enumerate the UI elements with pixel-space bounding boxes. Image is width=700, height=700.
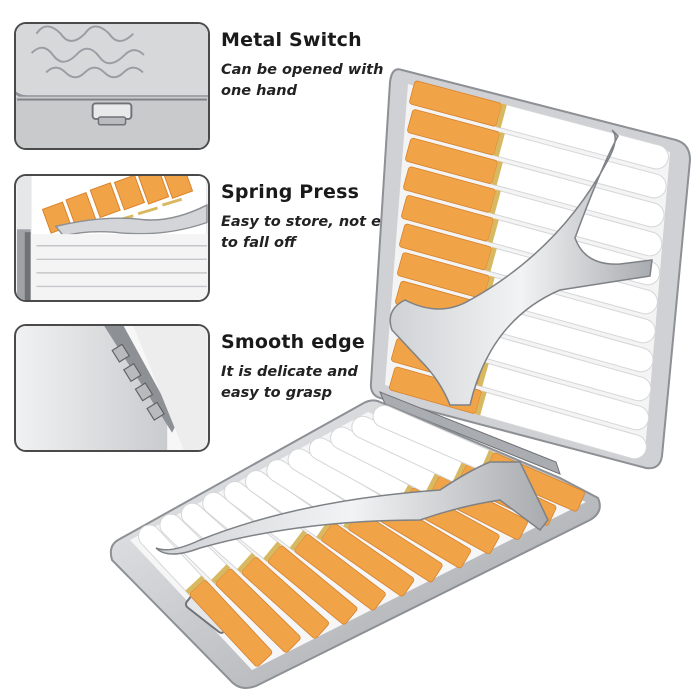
smooth-edge-closeup-image	[14, 324, 210, 452]
cigarette	[137, 524, 273, 667]
cigarette	[407, 109, 667, 199]
cigarette	[405, 137, 665, 228]
feature-title: Metal Switch	[221, 29, 362, 51]
cigarette	[202, 491, 358, 625]
cigarette	[244, 470, 415, 597]
cigarette-case-image	[100, 55, 700, 700]
feature-title: Smooth edge	[221, 331, 365, 353]
feature-title: Spring Press	[221, 181, 360, 203]
cigarette	[403, 166, 663, 257]
spring-press-closeup-image	[14, 174, 210, 302]
metal-switch-closeup-image	[14, 22, 210, 150]
cigarette	[223, 480, 386, 611]
cigarette	[409, 80, 669, 170]
hinge	[379, 391, 561, 475]
